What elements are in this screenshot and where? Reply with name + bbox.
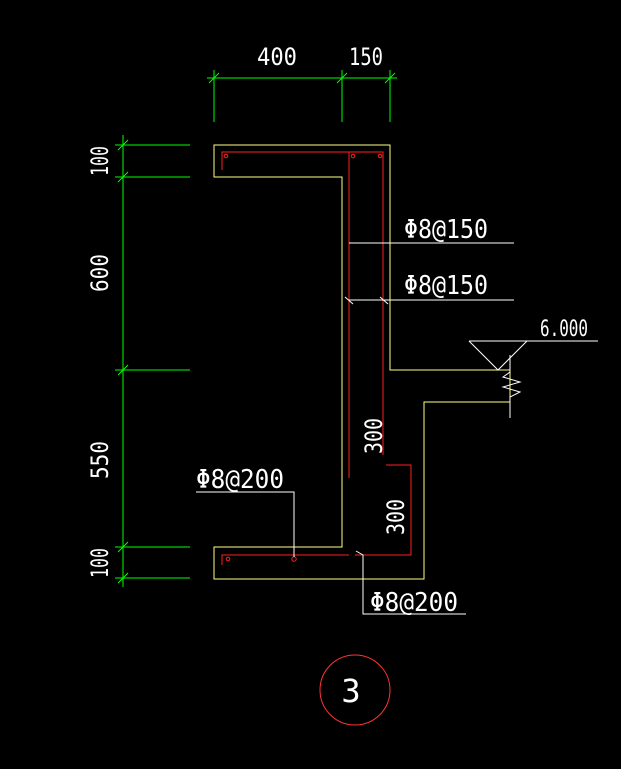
dim-side-4: 100 [86,548,114,578]
elevation-marker [468,340,598,418]
rebar-label-2: Φ8@150 [404,271,488,301]
leader-lines [196,242,514,615]
left-dimension [115,135,190,587]
concrete-outline [213,144,511,580]
elevation-label: 6.000 [540,317,588,342]
top-dimension [207,70,397,122]
section-number: 3 [341,672,360,710]
rebar-dots [223,153,383,562]
dim-top-right: 150 [349,43,383,71]
rebar-label-3: Φ8@200 [196,465,284,495]
rebar-label-4: Φ8@200 [370,588,458,618]
length-label-2: 300 [382,499,410,535]
dim-side-2: 600 [86,254,114,292]
section-marker-circle [319,654,391,726]
rebar-label-1: Φ8@150 [404,215,488,245]
dim-side-3: 550 [86,441,114,479]
dim-side-1: 100 [86,146,114,176]
rebar-lines [221,151,412,565]
dim-top-left: 400 [257,43,297,71]
length-label-1: 300 [360,418,388,454]
